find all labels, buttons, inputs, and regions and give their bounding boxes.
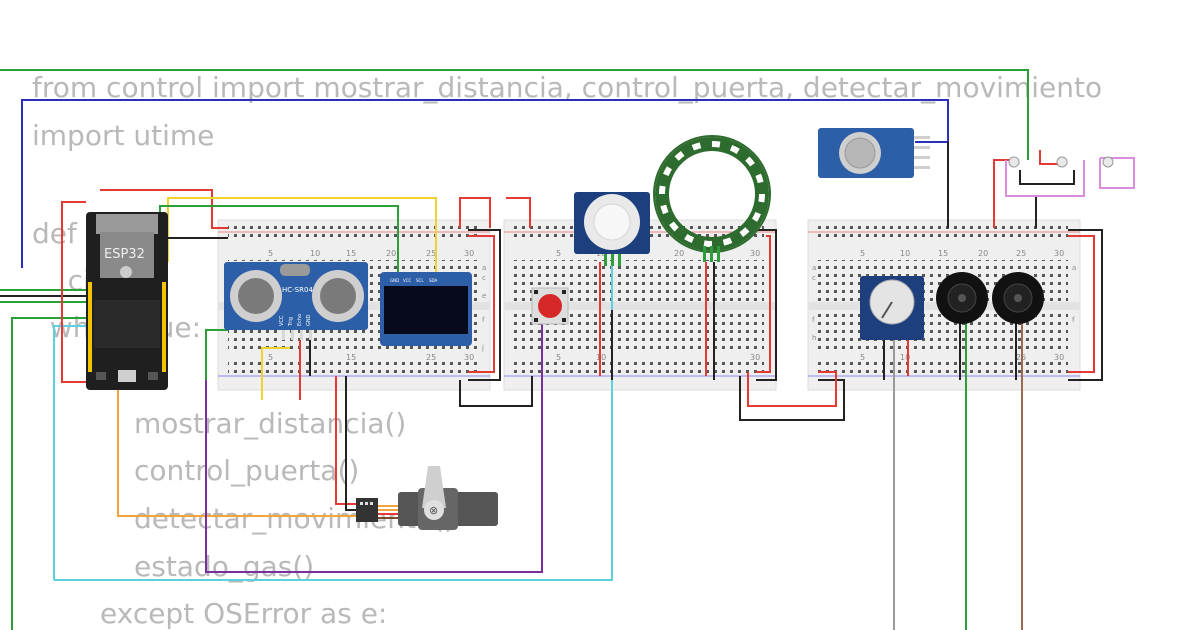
bb1-col-30: 30 (464, 249, 474, 258)
bb1-col-25-bottom: 25 (426, 353, 436, 362)
buzzer-1[interactable] (936, 272, 988, 324)
oled-display[interactable]: GND VCC SCL SDA (380, 272, 472, 346)
oled-pin-vcc: VCC (403, 278, 412, 283)
wire-red-servo[interactable] (335, 376, 356, 505)
us-pin-vcc: VCC (279, 315, 285, 326)
wire-black-bb2-rail[interactable] (756, 229, 777, 381)
wire-red-bb3-rail[interactable] (1068, 235, 1095, 373)
wire-pink-ldr-2[interactable] (1099, 157, 1135, 189)
oled-pin-sda: SDA (429, 278, 438, 283)
wire-red-ldr-2[interactable] (1039, 150, 1060, 165)
wire-green-top[interactable] (0, 69, 1029, 160)
esp32-board[interactable]: ESP32 (86, 212, 168, 390)
wire-red-bb1-rail[interactable] (468, 235, 495, 373)
bb1-row-e: e (482, 292, 486, 300)
bb2-col-5-bottom: 5 (556, 353, 561, 362)
servo-motor[interactable]: ⊗ (356, 466, 498, 530)
code-line-10: except OSError as e: (100, 597, 388, 630)
bb3-row-h-left: h (812, 334, 816, 342)
wire-red-ldr[interactable] (993, 159, 1014, 228)
bb3-col-25: 25 (1016, 249, 1026, 258)
wire-green-left[interactable] (11, 317, 86, 630)
bb2-col-30: 30 (750, 249, 760, 258)
bb2-col-20: 20 (674, 249, 684, 258)
buzzer-2[interactable] (992, 272, 1044, 324)
us-pin-trig: Trig (288, 317, 294, 327)
wire-black-bb1-rail[interactable] (468, 229, 501, 381)
bb1-col-20: 20 (386, 249, 396, 258)
wire-purple-button[interactable] (205, 310, 543, 573)
wire-black-ldr-loop[interactable] (1019, 170, 1075, 185)
bb2-col-5: 5 (556, 249, 561, 258)
bb3-col-30: 30 (1054, 249, 1064, 258)
bb2-col-10-bottom: 10 (596, 353, 606, 362)
wire-pink-ldr-1[interactable] (1005, 160, 1085, 197)
bb3-col-5-bottom: 5 (860, 353, 865, 362)
bb1-col-15: 15 (346, 249, 356, 258)
bb3-col-5: 5 (860, 249, 865, 258)
wire-red-bb2-bb3[interactable] (747, 371, 837, 407)
wire-orange-servo[interactable] (117, 350, 356, 517)
code-line-2: import utime (32, 119, 215, 152)
bb2-col-30-bottom: 30 (750, 353, 760, 362)
bb3-row-f-left: f (812, 316, 815, 324)
ldr-sensor-2[interactable] (1056, 156, 1068, 168)
bb1-row-j: j (481, 344, 484, 352)
oled-pin-scl: SCL (416, 278, 424, 283)
ldr-sensor-1[interactable] (1008, 156, 1020, 168)
bb1-row-f: f (482, 316, 485, 324)
gas-sensor[interactable] (818, 128, 930, 178)
code-line-6: mostrar_distancia() (134, 407, 407, 440)
neopixel-ring[interactable] (653, 135, 771, 262)
bb3-row-c-left: c (812, 274, 816, 282)
bb1-col-25: 25 (426, 249, 436, 258)
push-button[interactable] (531, 287, 569, 325)
wire-green-trig[interactable] (205, 329, 228, 380)
bb1-col-5-bottom: 5 (268, 353, 273, 362)
code-line-9: estado_gas() (134, 550, 315, 583)
wire-red-bb2-top[interactable] (506, 197, 531, 228)
bb1-col-10: 10 (310, 249, 320, 258)
wire-yellow-echo[interactable] (261, 347, 290, 400)
bb3-col-20: 20 (978, 249, 988, 258)
us-pin-echo: Echo (297, 314, 303, 326)
wire-black-servo[interactable] (345, 376, 356, 511)
ultrasonic-sensor[interactable]: HC-SR04 VCC Trig Echo GND (224, 262, 368, 340)
oled-pin-gnd: GND (390, 278, 399, 283)
bb3-row-a: a (1072, 264, 1076, 272)
wire-red-bb1-bb2[interactable] (459, 197, 491, 228)
usb-port-icon (118, 370, 136, 382)
bb3-col-10: 10 (900, 249, 910, 258)
wire-black-bb1-bb2[interactable] (459, 376, 533, 407)
esp32-label: ESP32 (104, 247, 145, 262)
potentiometer[interactable] (860, 276, 924, 340)
wire-red-power[interactable] (100, 189, 228, 229)
code-line-1: from control import mostrar_distancia, c… (32, 71, 1103, 104)
bb1-col-30-bottom: 30 (464, 353, 474, 362)
servo-horn-icon: ⊗ (429, 504, 438, 517)
hcsr04-label: HC-SR04 (282, 286, 313, 294)
bb3-col-10-bottom: 10 (900, 353, 910, 362)
wire-black-bb3-rail[interactable] (1068, 229, 1103, 381)
code-line-7: control_puerta() (134, 454, 360, 487)
bb1-col-5: 5 (268, 249, 273, 258)
wire-blue[interactable] (21, 99, 949, 268)
bb3-row-a-left: a (812, 264, 816, 272)
pir-motion-sensor[interactable] (574, 192, 650, 266)
wire-cyan-left[interactable] (53, 325, 86, 580)
bb1-row-c: c (482, 274, 486, 282)
wire-red-bb2-rail[interactable] (756, 235, 771, 373)
bb3-col-30-bottom: 30 (1054, 353, 1064, 362)
bb3-row-f: f (1072, 316, 1075, 324)
bb3-col-15: 15 (938, 249, 948, 258)
bb1-row-a: a (482, 264, 486, 272)
wire-red-esp-loop[interactable] (61, 201, 86, 383)
us-pin-gnd: GND (306, 314, 312, 326)
ldr-sensor-3[interactable] (1102, 156, 1114, 168)
bb1-col-15-bottom: 15 (346, 353, 356, 362)
espressif-logo-icon (120, 266, 132, 278)
